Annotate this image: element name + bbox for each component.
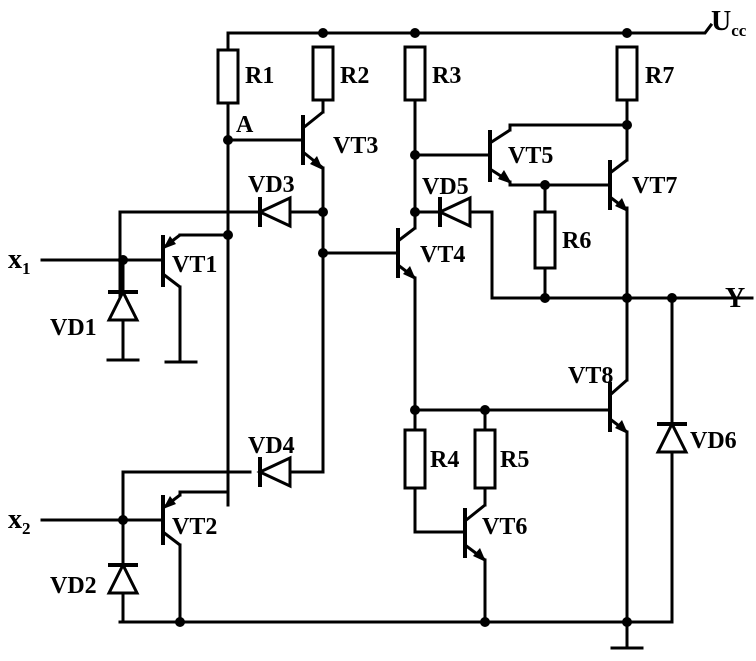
- junction-dot: [118, 255, 128, 265]
- junction-dot: [223, 230, 233, 240]
- wire-ucc-rail: [226, 22, 714, 52]
- transistor-vt8: [608, 378, 628, 434]
- diode-vd4-label: VD4: [248, 433, 295, 459]
- output-label: Y: [725, 283, 745, 314]
- junction-dot: [540, 180, 550, 190]
- diode-vd2: [106, 561, 140, 595]
- transistor-vt6-label: VT6: [482, 514, 527, 540]
- transistor-vt7: [608, 158, 628, 212]
- junction-dot: [622, 293, 632, 303]
- transistor-vt4: [396, 226, 416, 280]
- resistor-r1-label: R1: [245, 63, 274, 89]
- supply-label: Ucc: [711, 6, 747, 40]
- wire-vd4-line: [121, 470, 252, 624]
- diode-vd5-label: VD5: [422, 174, 469, 200]
- junction-dot: [410, 28, 420, 38]
- junction-dot: [540, 293, 550, 303]
- junction-dot: [410, 150, 420, 160]
- resistor-r7-label: R7: [645, 63, 674, 89]
- input-x2-label: x2: [8, 504, 31, 538]
- transistor-vt1-label: VT1: [172, 252, 217, 278]
- transistor-vt6: [463, 503, 486, 562]
- transistors: [161, 110, 628, 562]
- diode-vd3-label: VD3: [248, 172, 295, 198]
- resistor-r3: [403, 45, 427, 102]
- junction-dot: [318, 207, 328, 217]
- junction-dot: [622, 617, 632, 627]
- junction-dot: [318, 248, 328, 258]
- junction-dot: [622, 28, 632, 38]
- diode-vd6: [655, 420, 689, 454]
- transistor-vt4-label: VT4: [420, 242, 465, 268]
- resistor-r5: [473, 428, 497, 490]
- junction-dot: [118, 515, 128, 525]
- diode-vd1-label: VD1: [50, 315, 97, 341]
- diode-vd3: [256, 195, 292, 229]
- transistor-vt3-label: VT3: [333, 133, 378, 159]
- wire-vt3-emitter: [288, 166, 325, 474]
- diode-vd6-label: VD6: [690, 428, 737, 454]
- resistors: [216, 45, 639, 490]
- resistor-r2: [311, 45, 335, 102]
- junction-dot: [480, 617, 490, 627]
- resistor-r5-label: R5: [500, 447, 529, 473]
- wire-vt5-collector: [508, 123, 629, 132]
- junction-dot: [223, 135, 233, 145]
- junction-dot: [410, 405, 420, 415]
- resistor-r2-label: R2: [340, 63, 369, 89]
- transistor-vt3: [301, 110, 324, 170]
- transistor-vt8-label: VT8: [568, 363, 613, 389]
- resistor-r3-label: R3: [432, 63, 461, 89]
- transistor-vt2-label: VT2: [172, 514, 217, 540]
- node-a-label: A: [236, 112, 254, 138]
- diode-vd2-label: VD2: [50, 573, 97, 599]
- junction-dot: [410, 207, 420, 217]
- junction-dot: [622, 120, 632, 130]
- input-x1-label: x1: [8, 244, 31, 278]
- resistor-r6-label: R6: [562, 228, 591, 254]
- junction-dot: [667, 293, 677, 303]
- junction-dot: [318, 28, 328, 38]
- labels: Ucc Y x1 x2 A R1 R2 R3 R4 R5 R6 R7 VT1 V…: [8, 6, 747, 599]
- diode-vd5: [436, 195, 472, 229]
- wire-vt5-emitter: [508, 180, 612, 187]
- diode-vd4: [256, 455, 292, 489]
- wire-r4-vt6: [413, 486, 464, 534]
- wire-vt2-emitter: [178, 490, 230, 507]
- junction-dots: [118, 28, 677, 627]
- resistor-r4: [403, 428, 427, 490]
- transistor-vt7-label: VT7: [632, 173, 677, 199]
- diode-vd1: [106, 288, 140, 322]
- transistor-vt1: [161, 233, 181, 289]
- resistor-r6: [533, 210, 557, 270]
- transistor-vt2: [161, 493, 181, 547]
- wires: [40, 22, 754, 650]
- resistor-r1: [216, 48, 240, 105]
- resistor-r7: [615, 45, 639, 102]
- resistor-r4-label: R4: [430, 447, 459, 473]
- junction-dot: [175, 617, 185, 627]
- junction-dot: [480, 405, 490, 415]
- diodes: [106, 195, 689, 595]
- transistor-vt5-label: VT5: [508, 143, 553, 169]
- transistor-vt5: [488, 128, 512, 184]
- wire-vd3-line: [118, 210, 325, 320]
